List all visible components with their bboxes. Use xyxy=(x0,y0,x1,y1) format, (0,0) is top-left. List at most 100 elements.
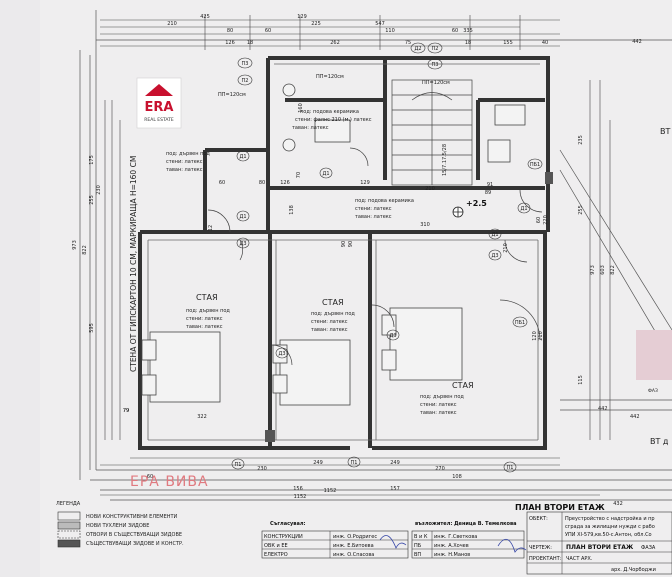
room-finish-ceiling: таван: латекс xyxy=(292,125,329,131)
svg-text:973: 973 xyxy=(72,240,78,250)
assignor-label: възложител: Деница В. Темелкова xyxy=(415,521,516,527)
door-tag: Д1 xyxy=(319,167,333,179)
svg-text:ВТ: ВТ xyxy=(660,127,670,136)
legend-swatch xyxy=(57,511,81,521)
room-finish-floor: под: дървен под xyxy=(166,151,210,157)
signature-mark xyxy=(379,535,407,549)
room-corridor: под: подова керамика стени: латекс таван… xyxy=(355,198,414,220)
left-dimension-texts: 175 255 230 973 822 595 79 xyxy=(72,155,129,414)
svg-text:П3: П3 xyxy=(432,62,439,68)
ceiling-note: ПП=120см xyxy=(422,80,450,86)
svg-text:160: 160 xyxy=(298,103,304,113)
svg-text:П1: П1 xyxy=(351,460,358,466)
svg-text:129: 129 xyxy=(297,14,307,20)
svg-text:262: 262 xyxy=(330,40,340,46)
room-finish-floor: под: дървен под xyxy=(186,308,230,314)
room-name: СТАЯ xyxy=(452,381,474,390)
door-tags: П3 П2 П2 П3 Д1 Д1 Д1 Д1 Д1 П1 П1 П1 Д3 Д… xyxy=(231,42,543,473)
svg-text:1152: 1152 xyxy=(324,488,337,494)
door-tag: ПБ1 xyxy=(512,316,528,328)
room-bathroom: под: подова керамика стени: фаянс 210 (м… xyxy=(292,109,372,131)
svg-text:Д3: Д3 xyxy=(278,351,285,357)
svg-text:Д1: Д1 xyxy=(322,171,329,177)
svg-text:ПБ: ПБ xyxy=(414,543,422,549)
svg-text:18: 18 xyxy=(465,40,471,46)
svg-text:225: 225 xyxy=(311,21,321,27)
svg-text:432: 432 xyxy=(613,501,623,507)
svg-text:1152: 1152 xyxy=(294,494,307,500)
room-finish-ceiling: таван: латекс xyxy=(186,324,223,330)
stamp-mark xyxy=(636,330,672,380)
svg-text:310: 310 xyxy=(420,222,430,228)
svg-text:инж. Г.Светкова: инж. Г.Светкова xyxy=(434,534,477,540)
approvals-title: Съгласувал: xyxy=(270,521,306,527)
svg-text:126: 126 xyxy=(225,40,235,46)
svg-text:210: 210 xyxy=(167,21,177,27)
watermark-text: ЕРА ВИВА xyxy=(130,474,209,490)
svg-text:249: 249 xyxy=(313,460,323,466)
svg-text:255: 255 xyxy=(89,195,95,205)
svg-text:547: 547 xyxy=(375,21,385,27)
svg-text:ФАЗ: ФАЗ xyxy=(648,388,658,394)
door-tag: П2 xyxy=(237,74,253,86)
door-tag: Д1 xyxy=(488,228,502,240)
object-text: УПИ ХІ-579,кв.50-с.Антон, обл.Со xyxy=(565,532,652,538)
svg-text:108: 108 xyxy=(452,474,462,480)
svg-text:Д1: Д1 xyxy=(520,206,527,212)
svg-text:91: 91 xyxy=(487,182,493,188)
staircase xyxy=(391,79,473,186)
door-tag: Д1 xyxy=(517,202,531,214)
svg-text:230: 230 xyxy=(257,466,267,472)
door-tag: П2 xyxy=(427,42,443,54)
svg-text:175: 175 xyxy=(89,155,95,165)
svg-text:255: 255 xyxy=(578,205,584,215)
svg-text:442: 442 xyxy=(598,406,608,412)
room-finish-floor: под: дървен под xyxy=(311,311,355,317)
room-name: СТАЯ xyxy=(196,293,218,302)
svg-text:155: 155 xyxy=(503,40,513,46)
walls xyxy=(138,56,550,450)
door-tag: П1 xyxy=(231,458,245,470)
room-finish-walls: стени: латекс xyxy=(355,206,392,212)
ceiling-note: ПП=120см xyxy=(218,92,246,98)
svg-text:270: 270 xyxy=(435,466,445,472)
room-finish-ceiling: таван: латекс xyxy=(311,327,348,333)
room-finish-ceiling: таван: латекс xyxy=(355,214,392,220)
svg-text:442: 442 xyxy=(632,39,642,45)
svg-text:Д1: Д1 xyxy=(491,232,498,238)
svg-text:КОНСТРУКЦИИ: КОНСТРУКЦИИ xyxy=(264,534,303,540)
svg-text:П2: П2 xyxy=(242,78,249,84)
svg-text:80: 80 xyxy=(259,180,265,186)
svg-text:210: 210 xyxy=(503,243,509,253)
door-tag: ПБ1 xyxy=(527,158,543,170)
svg-text:ПБ1: ПБ1 xyxy=(530,162,540,168)
designer-name: арх. Д.Чорбоджи xyxy=(611,567,656,573)
svg-text:инж. О.Спасова: инж. О.Спасова xyxy=(333,552,374,558)
svg-text:П3: П3 xyxy=(242,61,249,67)
svg-text:110: 110 xyxy=(385,28,395,34)
svg-text:115: 115 xyxy=(578,375,584,385)
svg-text:79: 79 xyxy=(123,408,129,414)
object-text: сграда за жилищни нужди с рабо xyxy=(565,524,655,530)
door-tag: П3 xyxy=(427,58,443,70)
svg-text:инж. О.Родригес: инж. О.Родригес xyxy=(333,534,377,540)
svg-text:П1: П1 xyxy=(235,462,242,468)
svg-text:60: 60 xyxy=(147,474,153,480)
assignor-table: възложител: Деница В. Темелкова В и К ин… xyxy=(411,521,525,559)
svg-text:инж. Е.Битоева: инж. Е.Битоева xyxy=(333,543,374,549)
svg-text:120: 120 xyxy=(532,331,538,341)
svg-text:90: 90 xyxy=(341,241,347,247)
room-finish-ceiling: таван: латекс xyxy=(420,410,457,416)
legend: ЛЕГЕНДА НОВИ КОНСТРУКТИВНИ ЕЛЕМЕНТИ НОВИ… xyxy=(56,501,184,548)
designer-label: ПРОЕКТАНТ: xyxy=(529,556,562,562)
era-logo: ERA REAL ESTATE xyxy=(136,77,182,129)
svg-text:822: 822 xyxy=(610,265,616,275)
svg-text:40: 40 xyxy=(542,40,548,46)
svg-text:603: 603 xyxy=(600,265,606,275)
room-name: СТАЯ xyxy=(322,298,344,307)
stair-note: 15/7.17.5/28 xyxy=(442,144,448,176)
door-tag: П3 xyxy=(237,57,253,69)
svg-text:442: 442 xyxy=(630,414,640,420)
title-block: ПЛАН ВТОРИ ЕТАЖ ОБЕКТ: Преустройство с н… xyxy=(515,503,672,575)
